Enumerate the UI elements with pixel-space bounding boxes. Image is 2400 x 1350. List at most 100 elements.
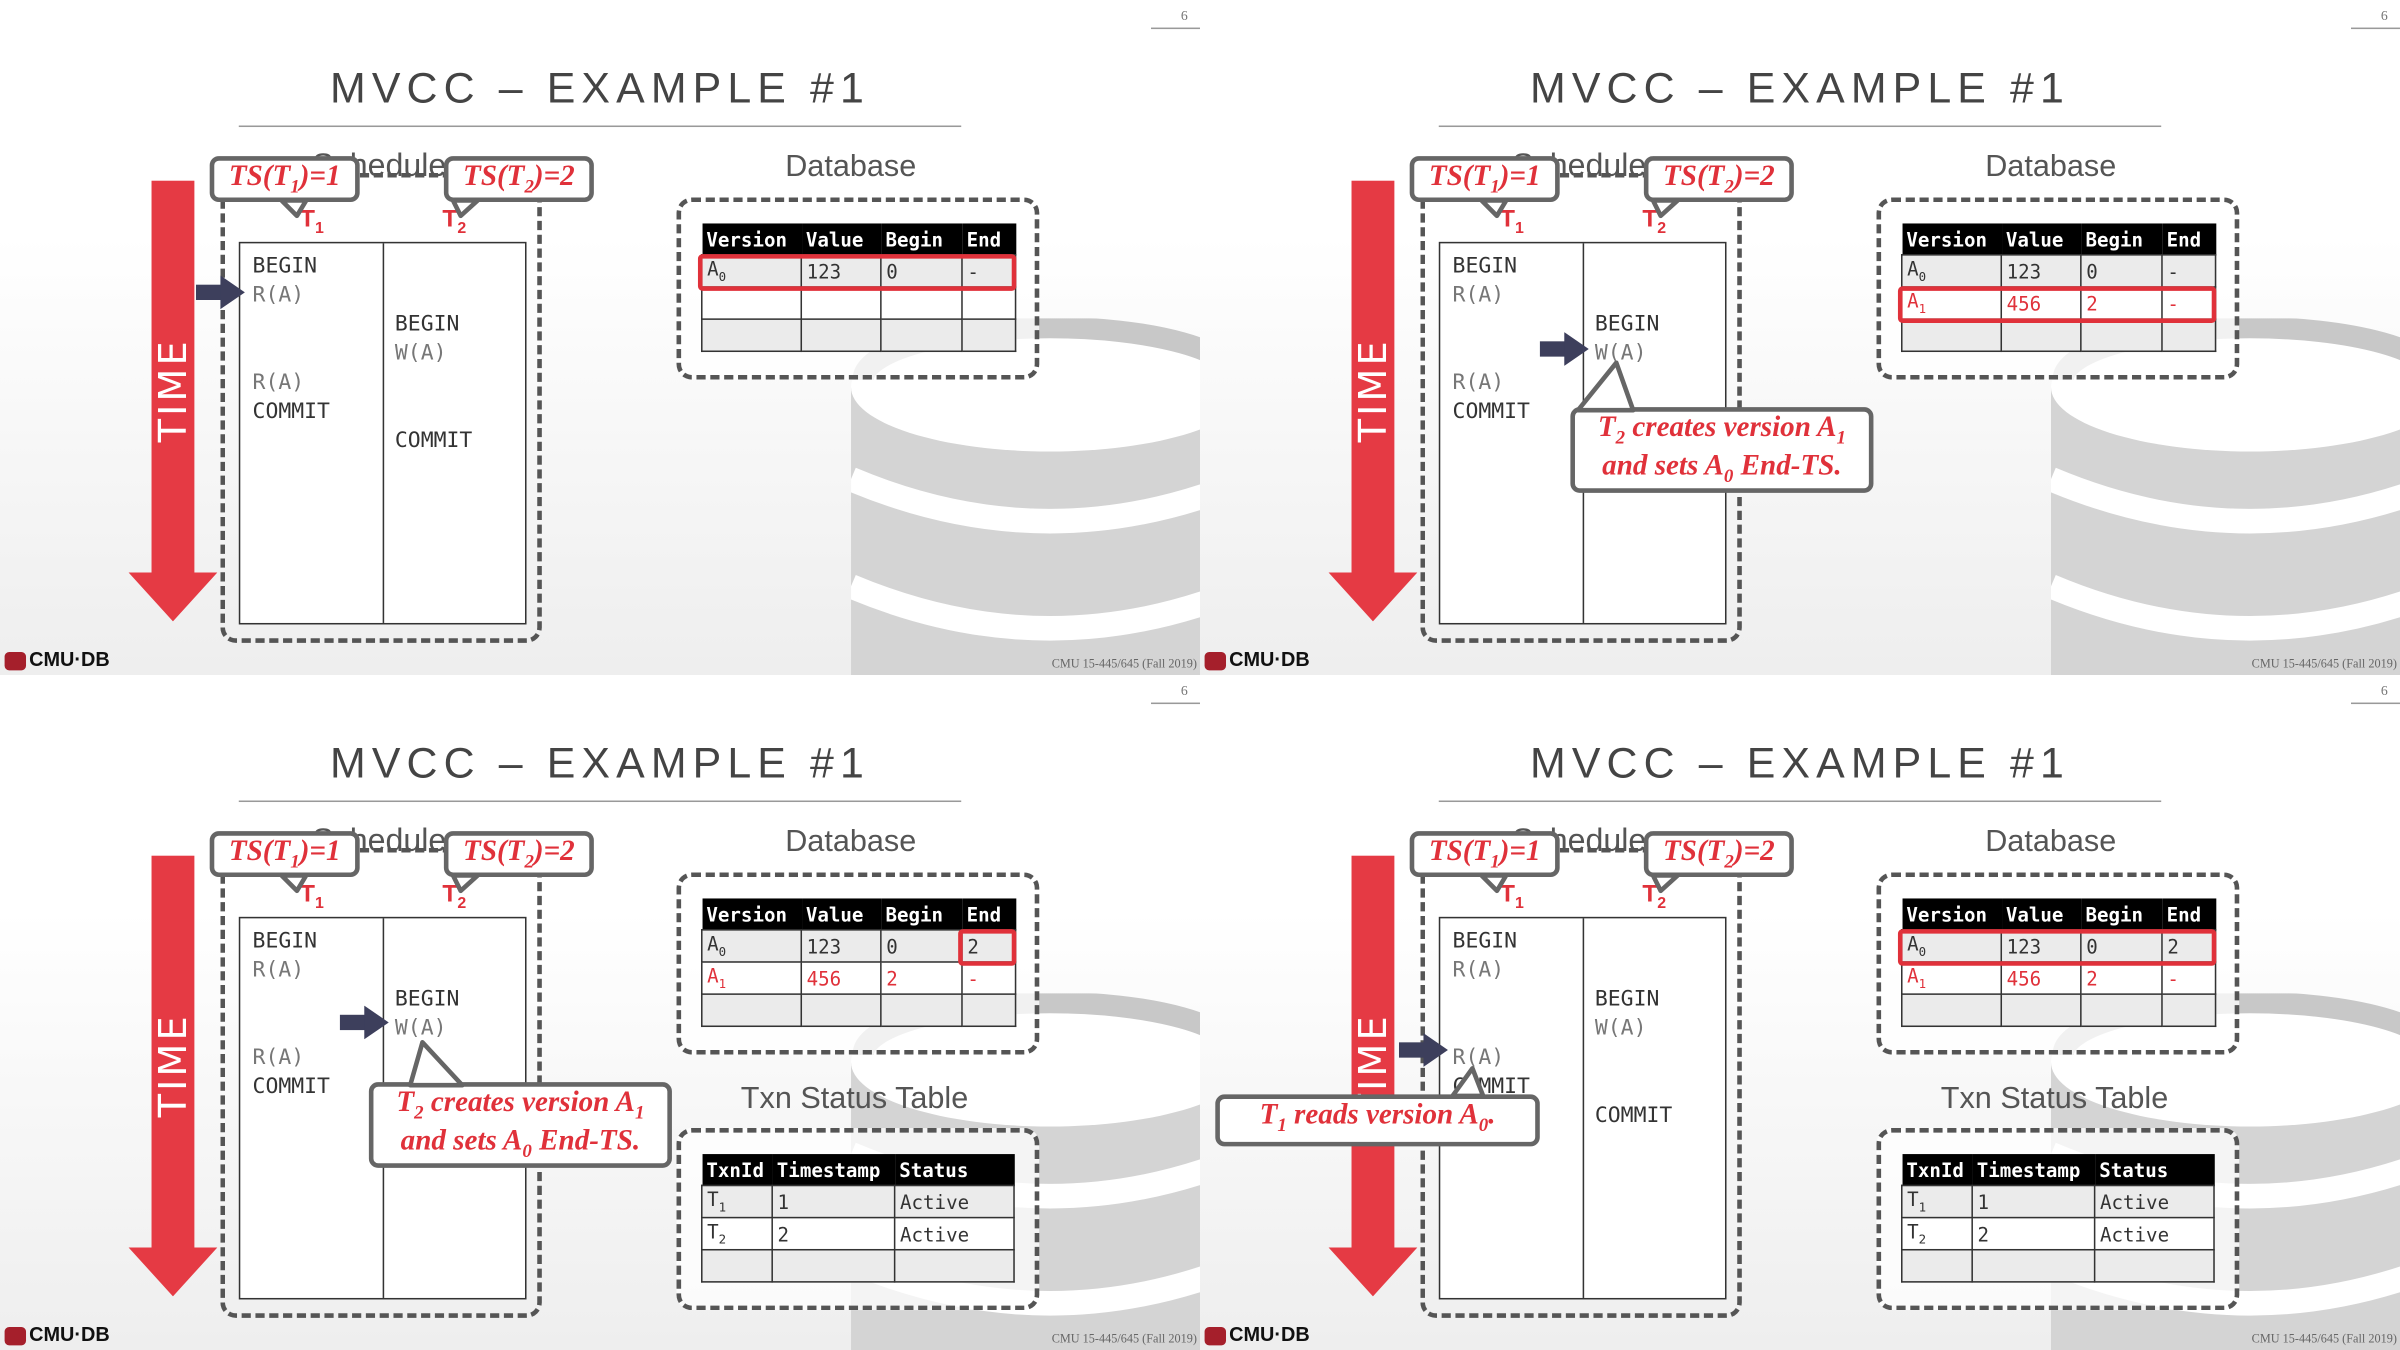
table-cell (2161, 318, 2217, 353)
page-number: 6 (1180, 7, 1188, 23)
t1-op: COMMIT (252, 399, 330, 424)
table-header-cell: End (2161, 898, 2216, 930)
table-cell: Active (2093, 1216, 2215, 1251)
highlight-a1-row (1897, 286, 2217, 323)
table-cell: 456 (800, 961, 882, 995)
time-arrow-icon (1328, 180, 1418, 622)
t2-op: BEGIN (394, 987, 460, 1012)
t2-column-header: T2 (1642, 206, 1667, 238)
t1-op: R(A) (252, 370, 305, 395)
page-number-rule (1151, 27, 1200, 30)
table-header-cell: Version (701, 898, 802, 930)
table-cell: - (961, 254, 1017, 288)
table-row (701, 286, 1017, 320)
t2-op: W(A) (1594, 1016, 1647, 1041)
cmu-db-logo: CMU·DB (1204, 647, 1310, 670)
t1-op: R(A) (252, 283, 305, 308)
table-header-cell: Begin (2080, 898, 2162, 930)
table-cell: 2 (771, 1216, 896, 1251)
table-cell: 2 (1971, 1216, 2096, 1251)
ts-t2-bubble: TS(T2)=2 (443, 156, 594, 203)
t2-column-header: T2 (1642, 881, 1667, 913)
highlight-a0-row (697, 254, 1017, 291)
course-footer: CMU 15-445/645 (Fall 2019) (2251, 656, 2397, 671)
table-cell (961, 286, 1017, 320)
table-cell (2080, 993, 2163, 1028)
callout-bubble-tail (407, 1040, 465, 1088)
ts-t2-bubble-tail (450, 198, 480, 219)
table-cell: - (2161, 961, 2217, 995)
table-header-cell: Version (701, 223, 802, 255)
table-cell (800, 993, 882, 1028)
t2-column-header: T2 (442, 206, 467, 238)
table-cell (2000, 318, 2082, 353)
t2-op: BEGIN (1594, 987, 1660, 1012)
page-number: 6 (2380, 682, 2388, 698)
table-cell: 2 (2080, 961, 2163, 995)
table-cell (880, 318, 963, 353)
table-cell (800, 318, 882, 353)
table-cell: 2 (961, 929, 1017, 963)
ts-t1-bubble: TS(T1)=1 (1409, 156, 1560, 203)
table-cell (961, 318, 1017, 353)
table-header-cell: Value (2001, 223, 2081, 255)
table-header-cell: Value (801, 898, 881, 930)
table-header-cell: Version (1901, 223, 2002, 255)
table-cell: 123 (2000, 254, 2082, 288)
t2-op: W(A) (394, 341, 447, 366)
database-label: Database (1985, 149, 2117, 184)
table-row (701, 993, 1017, 1028)
table-cell: 456 (2000, 961, 2082, 995)
table-cell (880, 286, 963, 320)
slide-title: MVCC – EXAMPLE #1 (330, 64, 870, 112)
title-rule (238, 800, 962, 803)
highlight-a0-end (958, 929, 1017, 966)
page-number-rule (1151, 702, 1200, 705)
table-cell (1901, 318, 2003, 353)
table-header-cell: End (961, 898, 1016, 930)
callout-bubble: T1 reads version A0. (1215, 1094, 1540, 1147)
table-cell (701, 286, 803, 320)
t2-column-header: T2 (442, 881, 467, 913)
table-header-cell: End (2161, 223, 2216, 255)
table-cell: Active (893, 1184, 1015, 1219)
db-logo-icon (4, 651, 27, 670)
table-row (1901, 1248, 2215, 1283)
t1-op: BEGIN (1452, 254, 1518, 279)
table-cell: 456 (2000, 286, 2082, 320)
t1-op: COMMIT (252, 1074, 330, 1099)
table-cell (961, 993, 1017, 1028)
table-cell: Active (2093, 1184, 2215, 1219)
table-cell (800, 286, 882, 320)
highlight-a0-row (1897, 929, 2217, 966)
page-number-rule (2351, 702, 2400, 705)
txn-status-label: Txn Status Table (1940, 1082, 2169, 1116)
slide-title: MVCC – EXAMPLE #1 (1530, 739, 2070, 787)
t2-op: W(A) (1594, 341, 1647, 366)
table-cell: - (2161, 254, 2217, 288)
ts-t1-bubble-tail (279, 198, 309, 219)
t1-op: BEGIN (252, 254, 318, 279)
t1-op: R(A) (252, 1045, 305, 1070)
t2-op: W(A) (394, 1016, 447, 1041)
table-row (701, 318, 1017, 353)
table-row (1901, 318, 2217, 353)
database-label: Database (785, 824, 917, 859)
current-step-arrow-icon (339, 1005, 389, 1040)
t1-column-header: T1 (299, 881, 324, 913)
page-number-rule (2351, 27, 2400, 30)
cmu-db-logo: CMU·DB (1204, 1322, 1310, 1345)
